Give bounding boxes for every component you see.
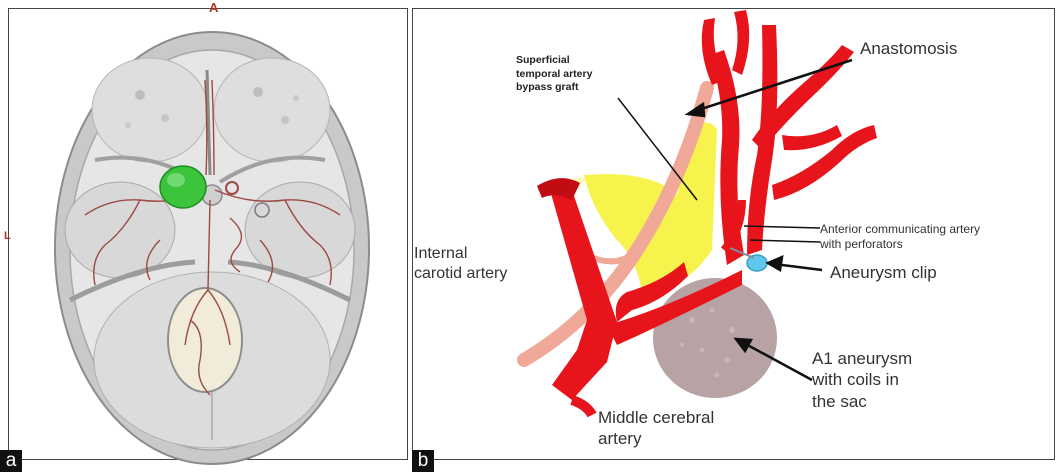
- label-ica-line-2: carotid artery: [414, 264, 507, 284]
- anterior-fossa-left: [92, 58, 208, 162]
- panel-a: A L a: [0, 0, 410, 472]
- label-a1-aneurysm: A1 aneurysm with coils in the sac: [812, 348, 912, 412]
- bone-texture: [281, 116, 289, 124]
- arrowhead-clip: [768, 257, 782, 270]
- label-sta-line-1: Superficial: [516, 54, 592, 68]
- bone-texture: [125, 122, 131, 128]
- skull-base-render: [0, 0, 410, 472]
- bone-texture: [293, 95, 299, 101]
- label-ica-line-1: Internal: [414, 244, 507, 264]
- label-sta-bypass: Superficial temporal artery bypass graft: [516, 54, 592, 95]
- lesion-green-mass: [160, 166, 206, 208]
- label-acom-line-1: Anterior communicating artery: [820, 222, 980, 237]
- label-anastomosis: Anastomosis: [860, 38, 957, 59]
- label-acom-line-2: with perforators: [820, 237, 980, 252]
- label-aneurysm-clip: Aneurysm clip: [830, 262, 937, 283]
- middle-fossa-right: [245, 182, 355, 278]
- bone-texture: [161, 114, 169, 122]
- foramen-magnum: [168, 288, 242, 392]
- panel-b-letter: b: [412, 450, 434, 472]
- label-sta-line-2: temporal artery: [516, 68, 592, 82]
- lesion-highlight: [167, 173, 185, 187]
- panel-a-letter: a: [0, 450, 22, 472]
- label-mca-line-2: artery: [598, 428, 714, 449]
- bone-texture: [135, 90, 145, 100]
- label-acom: Anterior communicating artery with perfo…: [820, 222, 980, 252]
- label-a1-line-1: A1 aneurysm: [812, 348, 912, 369]
- label-a1-line-2: with coils in: [812, 369, 912, 390]
- label-mca: Middle cerebral artery: [598, 407, 714, 450]
- label-mca-line-1: Middle cerebral: [598, 407, 714, 428]
- bone-texture: [253, 87, 263, 97]
- label-ica: Internal carotid artery: [414, 244, 507, 284]
- orientation-marker-left: L: [4, 230, 11, 244]
- label-sta-line-3: bypass graft: [516, 81, 592, 95]
- branch-2: [732, 10, 749, 75]
- orientation-marker-anterior: A: [209, 0, 218, 16]
- branch-right-mid: [782, 125, 842, 150]
- label-a1-line-3: the sac: [812, 391, 912, 412]
- anterior-fossa-right: [214, 58, 330, 162]
- panel-b: Anastomosis Superficial temporal artery …: [412, 0, 1057, 472]
- yellow-region: [584, 122, 717, 292]
- mca-distal: [572, 400, 592, 415]
